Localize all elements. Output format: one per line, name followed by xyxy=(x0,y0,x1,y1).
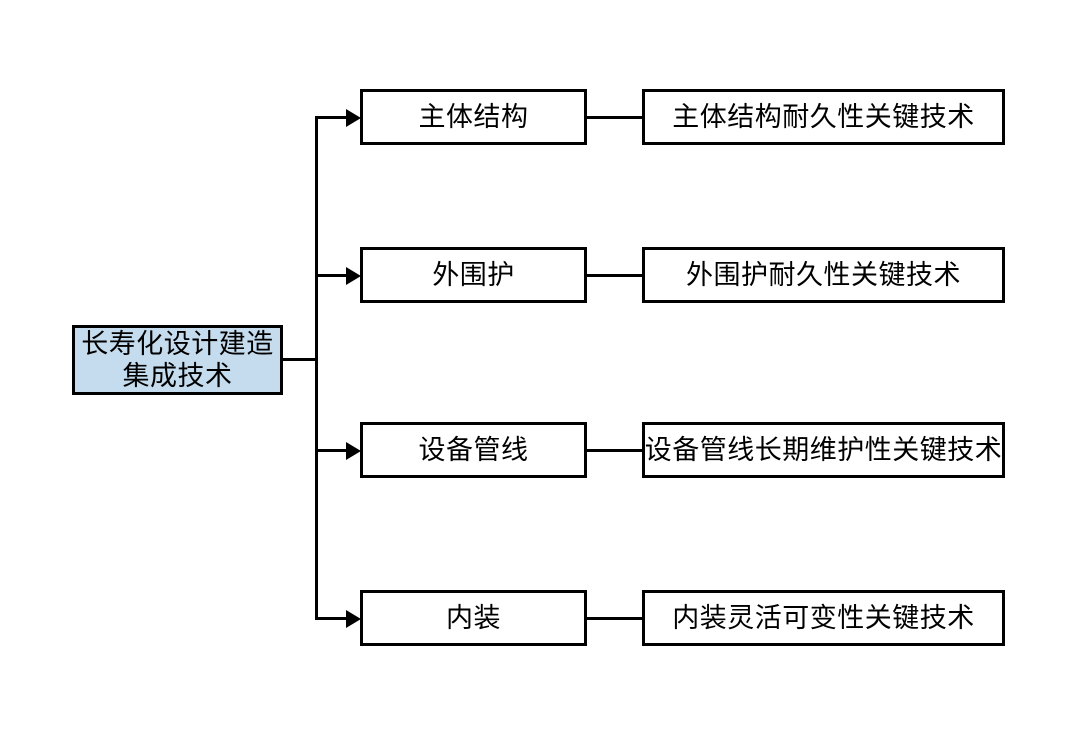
technology-box-envelope: 外围护耐久性关键技术 xyxy=(642,247,1005,303)
arrowhead-icon-2 xyxy=(346,266,361,285)
branch-line-1 xyxy=(315,116,348,119)
category-box-envelope: 外围护 xyxy=(360,247,587,303)
branch-line-2 xyxy=(315,274,348,277)
root-node-label-line1: 长寿化设计建造 xyxy=(81,329,274,359)
root-node-label-line2: 集成技术 xyxy=(122,361,233,391)
arrowhead-icon-3 xyxy=(346,441,361,460)
branch-line-4 xyxy=(315,617,348,620)
root-to-trunk-connector xyxy=(280,358,318,361)
category-box-interior: 内装 xyxy=(360,590,587,646)
trunk-line xyxy=(315,116,318,620)
technology-box-equipment-pipelines: 设备管线长期维护性关键技术 xyxy=(642,422,1005,478)
category-box-main-structure: 主体结构 xyxy=(360,89,587,145)
category-to-tech-connector-1 xyxy=(585,116,644,119)
branch-line-3 xyxy=(315,449,348,452)
category-box-equipment-pipelines: 设备管线 xyxy=(360,422,587,478)
category-to-tech-connector-4 xyxy=(585,617,644,620)
technology-box-main-structure: 主体结构耐久性关键技术 xyxy=(642,89,1005,145)
arrowhead-icon-1 xyxy=(346,108,361,127)
arrowhead-icon-4 xyxy=(346,609,361,628)
root-node-box: 长寿化设计建造 集成技术 xyxy=(72,325,283,395)
technology-box-interior: 内装灵活可变性关键技术 xyxy=(642,590,1005,646)
category-to-tech-connector-2 xyxy=(585,274,644,277)
category-to-tech-connector-3 xyxy=(585,449,644,452)
